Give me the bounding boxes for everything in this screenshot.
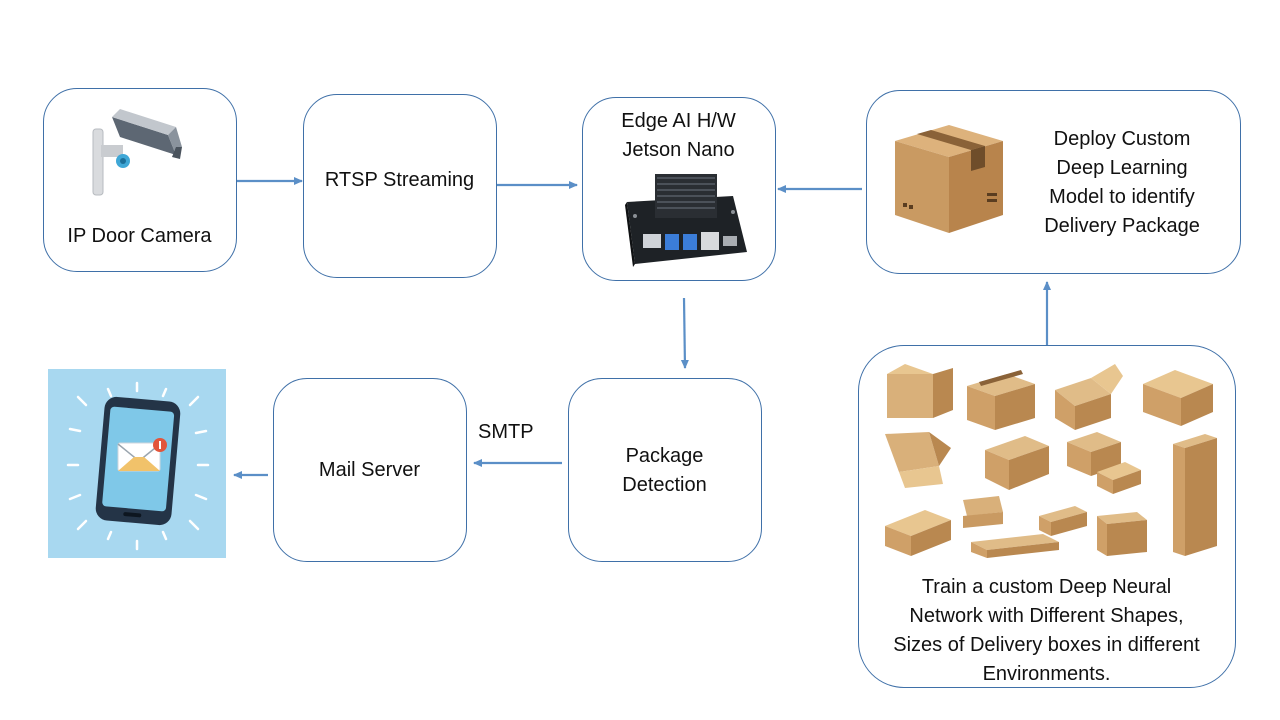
rtsp-node: RTSP Streaming xyxy=(303,94,497,278)
arrow-edge-to-detection xyxy=(680,297,689,369)
box-1 xyxy=(887,364,953,418)
box-11 xyxy=(971,534,1059,558)
package-detection-node: Package Detection xyxy=(568,378,762,562)
edge-ai-subtitle: Jetson Nano xyxy=(622,139,735,161)
deploy-line-4: Delivery Package xyxy=(1044,215,1200,237)
package-box-icon xyxy=(895,125,1003,233)
camera-node: IP Door Camera xyxy=(43,88,237,272)
edge-ai-title: Edge AI H/W xyxy=(621,110,736,132)
detection-line-1: Package xyxy=(625,445,704,467)
deploy-line-3: Model to identify xyxy=(1049,186,1195,208)
box-12 xyxy=(1097,512,1147,556)
training-line-3: Sizes of Delivery boxes in different xyxy=(893,634,1200,656)
box-10 xyxy=(963,496,1087,536)
camera-label: IP Door Camera xyxy=(67,225,212,247)
training-line-1: Train a custom Deep Neural xyxy=(921,576,1172,598)
deploy-line-1: Deploy Custom xyxy=(1053,128,1191,150)
rtsp-label: RTSP Streaming xyxy=(324,169,475,191)
deploy-model-node: Deploy Custom Deep Learning Model to ide… xyxy=(866,90,1241,274)
phone-mail-panel xyxy=(48,369,226,558)
box-8 xyxy=(1173,434,1217,556)
detection-line-2: Detection xyxy=(622,474,707,496)
training-line-4: Environments. xyxy=(982,663,1111,685)
box-5 xyxy=(885,432,951,488)
mail-server-label: Mail Server xyxy=(318,459,421,481)
training-line-2: Network with Different Shapes, xyxy=(909,605,1184,627)
deploy-line-2: Deep Learning xyxy=(1056,157,1188,179)
training-data-node: Train a custom Deep Neural Network with … xyxy=(858,345,1236,688)
box-2 xyxy=(967,370,1035,430)
security-camera-icon xyxy=(92,109,182,196)
cardboard-boxes-illustration xyxy=(885,364,1217,558)
jetson-board-icon xyxy=(625,174,747,267)
mail-server-node: Mail Server xyxy=(273,378,467,562)
edge-ai-node: Edge AI H/W Jetson Nano xyxy=(582,97,776,281)
box-9 xyxy=(885,510,951,556)
box-6 xyxy=(985,436,1049,490)
box-3 xyxy=(1055,364,1123,430)
smtp-label: SMTP xyxy=(478,421,534,443)
box-4 xyxy=(1143,370,1213,426)
box-7 xyxy=(1067,432,1141,494)
phone-mail-icon xyxy=(66,381,210,551)
